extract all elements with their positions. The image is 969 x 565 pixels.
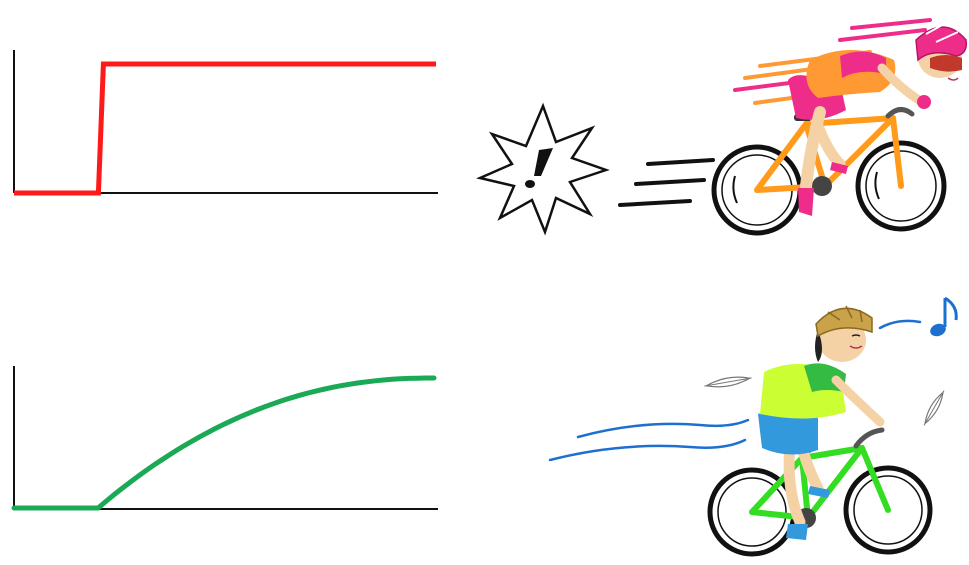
bottom-graph: [11, 366, 438, 511]
feather-icon: [704, 376, 752, 388]
fast-rider: [788, 23, 968, 216]
speed-lines: [618, 158, 715, 207]
exclamation-burst-icon: [476, 102, 610, 236]
bottom-graph-gradual-curve: [11, 375, 437, 511]
fast-bike-crank: [812, 176, 832, 196]
fast-cyclist: [711, 18, 968, 236]
slow-bike-handlebar: [853, 427, 885, 449]
slow-rider: [758, 305, 885, 540]
wind-lines: [548, 418, 750, 462]
fast-bike-handlebar: [885, 107, 915, 119]
top-graph: [13, 50, 438, 196]
top-graph-step-curve: [14, 61, 436, 196]
music-note-icon: [878, 296, 958, 337]
slow-cyclist: [548, 296, 958, 557]
feather-icon: [923, 390, 945, 426]
